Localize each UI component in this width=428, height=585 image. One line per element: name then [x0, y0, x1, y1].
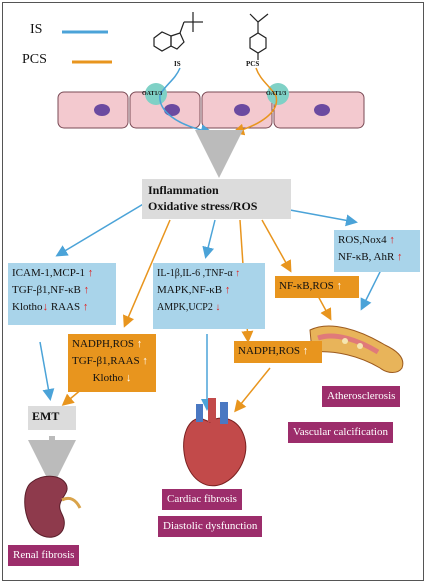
kidney-is-box: ICAM-1,MCP-1 ↑ TGF-β1,NF-κB ↑ Klotho↓ RA… — [8, 263, 116, 325]
emt-box: EMT — [28, 406, 76, 430]
outcome-vascular-calcification: Vascular calcification — [288, 422, 393, 443]
kidney-is-line3: Klotho — [12, 301, 43, 313]
outcome-atherosclerosis: Atherosclerosis — [322, 386, 401, 407]
heart-is-box: IL-1β,IL-6 ,TNF-α ↑ MAPK,NF-κB ↑ AMPK,UC… — [153, 263, 265, 329]
legend-pcs-label: PCS — [22, 52, 47, 67]
heart-is-line3: AMPK,UCP2 — [157, 302, 213, 313]
transporter-left-label: OAT1/3 — [142, 91, 163, 97]
kidney-pcs-line1: NADPH,ROS — [72, 338, 135, 350]
heart-is-line1: IL-1β,IL-6 ,TNF-α — [157, 268, 233, 279]
center-line-1: Inflammation — [148, 183, 219, 197]
heart-icon — [183, 398, 247, 487]
outcome-renal-fibrosis: Renal fibrosis — [8, 545, 80, 566]
transporter-right-icon — [267, 83, 289, 105]
is-molecule-icon — [153, 12, 203, 52]
pcs-molecule-label: PCS — [246, 60, 260, 68]
kidney-pcs-line3: Klotho — [92, 372, 124, 384]
vessel-is-line2: NF-κB, AhR — [338, 251, 395, 263]
kidney-pcs-box: NADPH,ROS ↑ TGF-β1,RAAS ↑ Klotho ↓ — [68, 334, 156, 392]
vessel-pcs-line1: NF-κB,ROS — [279, 280, 334, 292]
vessel-pcs-box: NF-κB,ROS ↑ — [275, 276, 359, 298]
epithelial-cell-layer — [57, 83, 365, 129]
kidney-pcs-line2: TGF-β1,RAAS — [72, 355, 140, 367]
transporter-right-label: OAT1/3 — [266, 91, 287, 97]
legend-is-label: IS — [30, 22, 43, 37]
vessel-is-box: ROS,Nox4 ↑ NF-κB, AhR ↑ — [334, 230, 420, 272]
heart-is-line2: MAPK,NF-κB — [157, 284, 223, 296]
transporter-left-icon — [145, 83, 167, 105]
vessel-is-line1: ROS,Nox4 — [338, 234, 387, 246]
pcs-molecule-icon — [249, 13, 269, 60]
kidney-is-line1: ICAM-1,MCP-1 — [12, 267, 86, 279]
center-inflammation-box: Inflammation Oxidative stress/ROS — [142, 179, 291, 219]
outcome-diastolic-dysfunction: Diastolic dysfunction — [158, 516, 263, 537]
outcome-cardiac-fibrosis: Cardiac fibrosis — [162, 489, 242, 510]
figure-frame — [2, 2, 424, 581]
is-molecule-label: IS — [174, 60, 181, 68]
heart-pcs-box: NADPH,ROS ↑ — [234, 341, 322, 363]
blood-vessel-icon — [309, 325, 404, 373]
kidney-icon — [24, 475, 82, 538]
center-line-2: Oxidative stress/ROS — [148, 199, 258, 213]
heart-pcs-line1: NADPH,ROS — [238, 345, 301, 357]
kidney-is-line2: TGF-β1,NF-κB — [12, 284, 81, 296]
